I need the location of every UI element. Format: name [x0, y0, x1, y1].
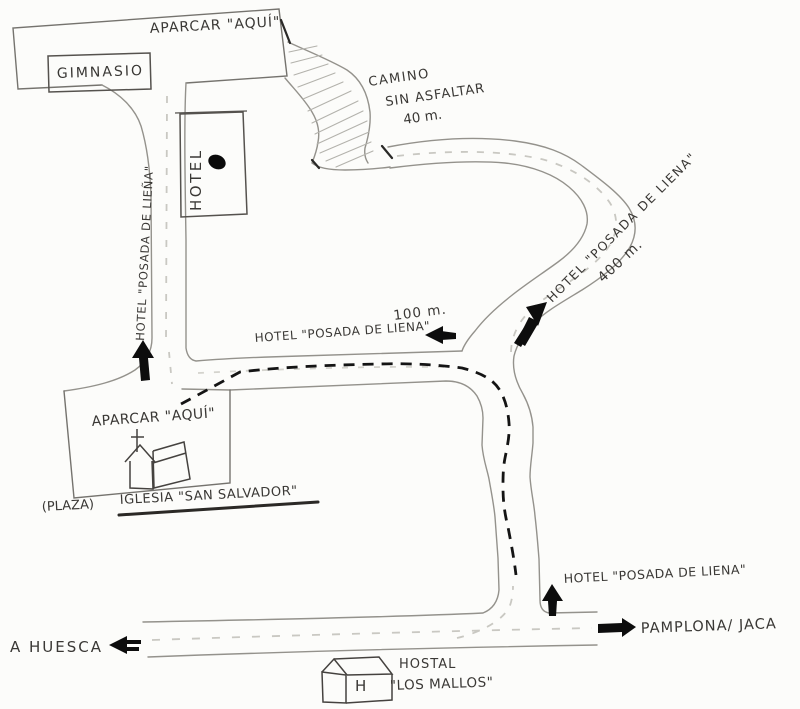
dirt-road-north-edge [287, 41, 371, 164]
mid-road-south-edge [142, 380, 500, 623]
arrow-left-huesca-icon [109, 636, 141, 654]
mid-distance-label: 100 m. [393, 302, 448, 324]
hostal-side-wall [345, 674, 393, 704]
plaza-label: (PLAZA) [41, 497, 94, 515]
hostal-label-2: "LOS MALLOS" [390, 674, 494, 694]
upper-right-road-label: HOTEL "POSADA DE LIENA" [544, 149, 700, 305]
arrows [109, 302, 636, 654]
hotel-building-label: HOTEL [187, 148, 205, 211]
lower-right-road-label: HOTEL "POSADA DE LIENA" [563, 561, 746, 586]
road-centerlines [151, 95, 618, 641]
left-road-centerline [165, 95, 168, 341]
hostal-house-icon [321, 656, 394, 704]
church-nave [152, 441, 191, 489]
arrow-up-junction-icon [542, 584, 563, 616]
dirt-road-hatch-lines [288, 45, 374, 168]
hotel-building [179, 111, 248, 218]
left-road-west-edge [63, 84, 153, 392]
loop-road-outer-edge [387, 137, 636, 614]
hostal-label-1: HOSTAL [399, 657, 456, 672]
buildings [47, 52, 394, 704]
gym-label: GIMNASIO [57, 63, 145, 82]
dirt-road-hatched [279, 18, 394, 171]
map-labels: APARCAR "AQUÍ" GIMNASIO CAMINO SIN ASFAL… [10, 13, 777, 695]
west-destination-label: A HUESCA [10, 638, 103, 656]
loop-road-inner-edge [389, 161, 589, 352]
east-destination-label: PAMPLONA/ JACA [641, 616, 777, 637]
church-tower-roof [124, 443, 156, 463]
hostal-initial-label: H [355, 677, 366, 695]
junction-centerline-curve [456, 585, 514, 639]
dirt-road-label-3: 40 m. [402, 107, 443, 128]
church-tower-body [129, 460, 154, 490]
arrow-right-pamplona-icon [598, 618, 636, 637]
hotel-building-top-stroke [174, 110, 248, 114]
hostal-roof [333, 656, 394, 676]
parking-top-label: APARCAR "AQUÍ" [149, 13, 281, 37]
mid-road-centerline [197, 365, 453, 374]
main-road-south-edge [147, 644, 598, 658]
route-dashed-line [180, 362, 518, 576]
hostal-front-wall [321, 671, 347, 704]
dirt-road-label-1: CAMINO [367, 66, 430, 89]
arrow-left-100m-icon [425, 326, 456, 344]
arrow-northeast-loop-icon [514, 302, 547, 347]
dirt-road-end-ticks [279, 18, 394, 170]
plaza-area [63, 389, 231, 499]
church-caption-underline [117, 500, 320, 517]
church-icon [124, 429, 191, 490]
gym-building [47, 52, 152, 93]
parking-plaza-label: APARCAR "AQUÍ" [91, 404, 216, 430]
parking-area-top [12, 8, 288, 90]
left-road-label: HOTEL "POSADA DE LIEÑA" [132, 165, 156, 341]
arrow-up-left-road-icon [132, 340, 154, 381]
main-road-centerline [151, 627, 593, 641]
left-road-centerline-tail [168, 351, 173, 385]
loop-road-centerline [396, 151, 618, 354]
left-road-east-edge [184, 82, 463, 362]
dirt-road-south-edge [284, 77, 391, 171]
church-nave-ridge [152, 452, 187, 464]
hotel-dot [208, 154, 226, 170]
